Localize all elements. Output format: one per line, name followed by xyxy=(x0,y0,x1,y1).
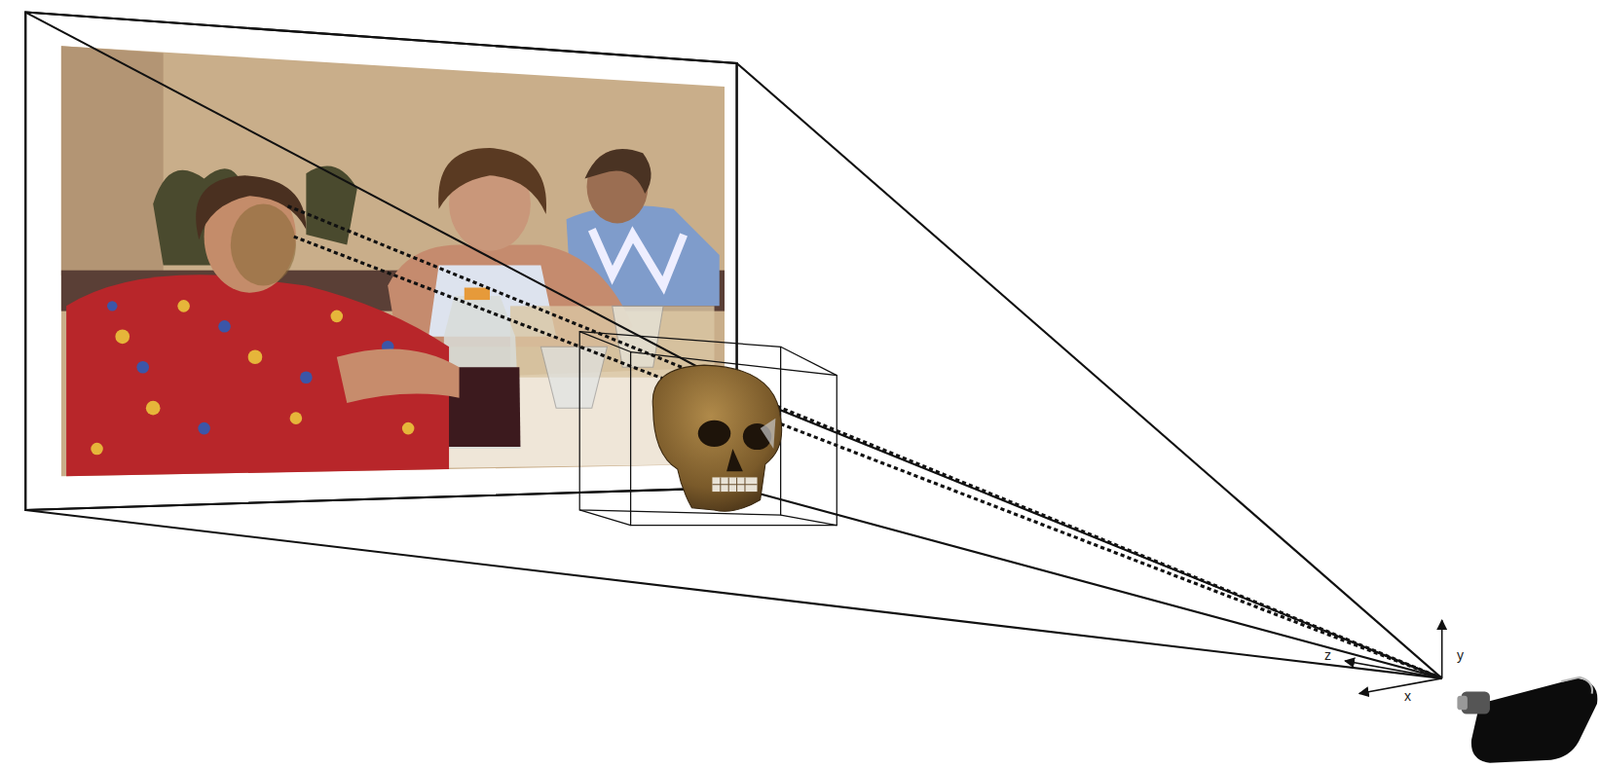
camera-axes xyxy=(1344,620,1443,694)
camera-icon xyxy=(1456,677,1598,764)
bounding-cube xyxy=(579,332,837,526)
photograph xyxy=(61,45,725,477)
projection-ray xyxy=(288,206,1443,679)
viewing-frustum xyxy=(25,12,1442,679)
skull-model xyxy=(652,365,782,512)
axis-label: x xyxy=(1404,689,1412,704)
axis-label: z xyxy=(1324,648,1332,663)
axis-label: y xyxy=(1456,648,1464,663)
